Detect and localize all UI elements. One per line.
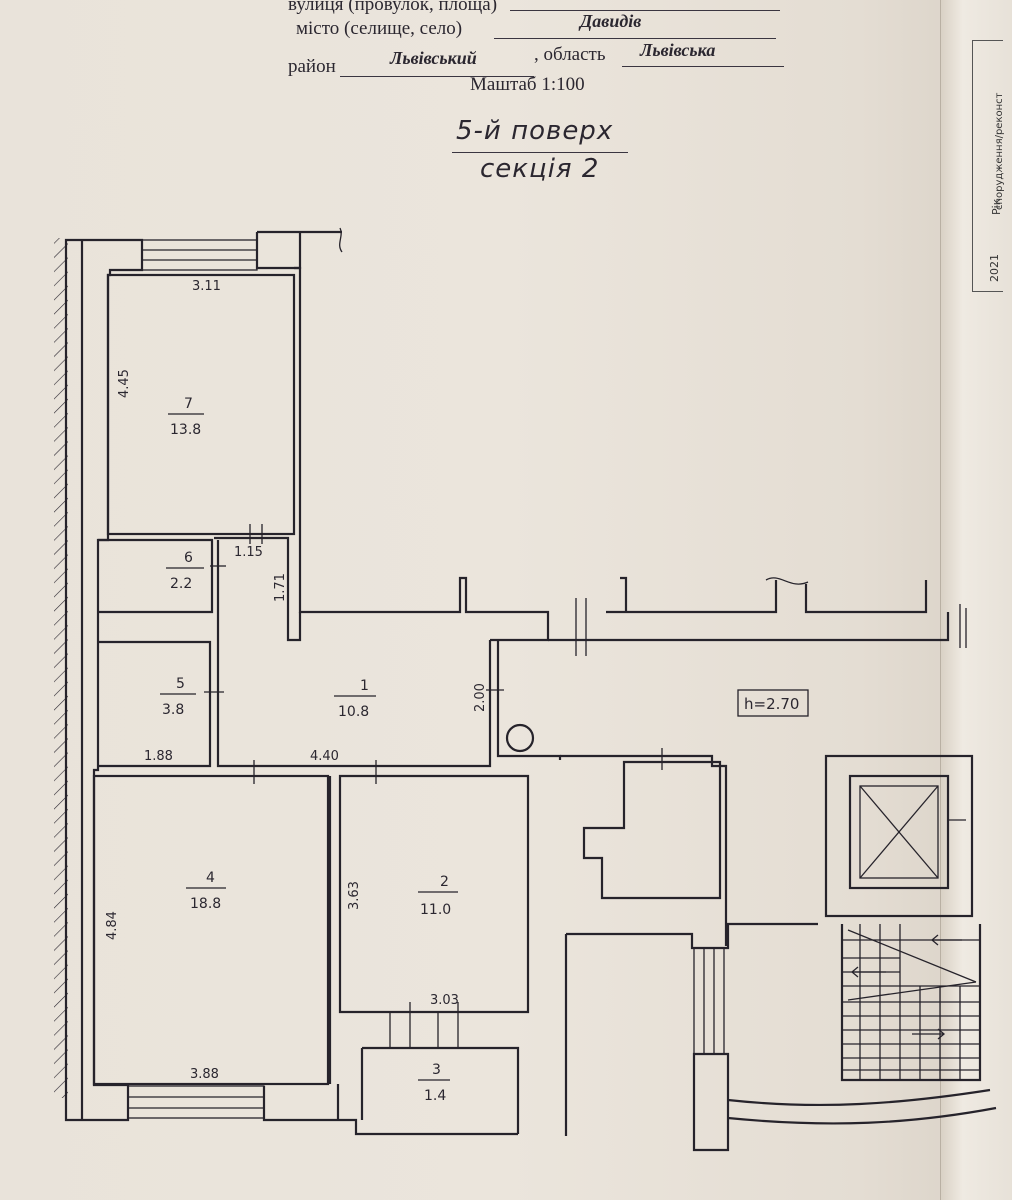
- service-room: [582, 760, 722, 900]
- height-label: h=2.70: [744, 695, 799, 713]
- room-label-2: 2 11.0: [418, 874, 458, 918]
- region-label: , область: [534, 44, 606, 65]
- room-5-outline: [98, 640, 212, 768]
- corridor-wall-lower: [606, 612, 950, 642]
- city-value: Давидів: [580, 11, 642, 31]
- door-corridor: [548, 598, 606, 656]
- stair-lower-walls: [692, 1052, 991, 1152]
- room-7-outline: [106, 273, 296, 536]
- room-label-4: 4 18.8: [186, 870, 226, 912]
- svg-text:13.8: 13.8: [170, 422, 201, 438]
- dim-room1-width: 4.40: [310, 749, 339, 764]
- partition-right-of-room-7: [294, 266, 550, 642]
- scale-label: Маштаб 1:100: [470, 74, 585, 95]
- room-2-outline: [338, 774, 530, 1014]
- room-1-outline: [216, 540, 492, 768]
- height-label-box: [737, 689, 809, 717]
- corridor-wall-upper: [606, 576, 928, 614]
- city-label: місто (селище, село): [296, 18, 463, 39]
- district-label: район: [288, 56, 336, 77]
- corridor-wall-top: [214, 536, 302, 642]
- page-edge: [940, 0, 1012, 1200]
- dim-room7-width: 3.11: [192, 279, 221, 294]
- room-label-6: 6 2.2: [166, 550, 204, 592]
- svg-text:2.2: 2.2: [170, 576, 192, 592]
- dim-room2-length: 3.63: [347, 881, 362, 910]
- svg-text:5: 5: [176, 676, 185, 692]
- break-mark-right: [959, 604, 967, 648]
- dim-room2-width: 3.03: [430, 993, 459, 1008]
- lift-car: [848, 774, 950, 890]
- dim-room7-length: 4.45: [117, 369, 132, 398]
- break-mark-corridor: [765, 577, 809, 585]
- street-underline: [510, 10, 780, 11]
- district-value: Львівський: [390, 48, 477, 68]
- svg-text:18.8: 18.8: [190, 896, 221, 912]
- floor-title: 5-й поверх: [456, 116, 614, 146]
- service-wall-left: [560, 754, 728, 946]
- lift-car-inner: [859, 785, 939, 879]
- region-underline: [622, 66, 784, 67]
- dim-room6-width: 1.15: [234, 545, 263, 560]
- stair-lower-walls-b: [727, 1106, 997, 1125]
- room-label-1: 1 10.8: [334, 678, 376, 720]
- svg-text:4: 4: [206, 870, 215, 886]
- room-label-7: 7 13.8: [168, 396, 204, 438]
- staircase: [840, 924, 982, 1082]
- svg-text:10.8: 10.8: [338, 704, 369, 720]
- hatched-exterior-wall: [54, 238, 68, 1098]
- city-underline: [494, 38, 776, 39]
- window-top: [141, 239, 258, 271]
- room-label-5: 5 3.8: [160, 676, 196, 718]
- floor-title-underline: [452, 152, 628, 153]
- svg-text:1: 1: [360, 678, 369, 694]
- window-bottom: [127, 1085, 265, 1119]
- street-label: вулиця (провулок, площа): [288, 0, 498, 15]
- dim-room4-width: 3.88: [190, 1067, 219, 1082]
- dim-room4-length: 4.84: [105, 911, 120, 940]
- svg-text:2: 2: [440, 874, 449, 890]
- lift-cross-2: [859, 785, 939, 879]
- room-6-outline: [98, 538, 214, 614]
- svg-text:6: 6: [184, 550, 193, 566]
- door-room-3: [389, 1002, 459, 1048]
- svg-text:1.4: 1.4: [424, 1088, 446, 1104]
- stair-arrows: [850, 934, 962, 1040]
- district-underline: [340, 76, 534, 77]
- dim-room5-width: 1.88: [144, 749, 173, 764]
- window-stair: [693, 947, 725, 1055]
- region-value: Львівська: [640, 40, 716, 60]
- svg-text:7: 7: [184, 396, 193, 412]
- riser-pipe: [505, 723, 535, 753]
- svg-text:11.0: 11.0: [420, 902, 451, 918]
- top-wall-right: [255, 230, 342, 270]
- room-3-outline: [360, 1046, 520, 1134]
- dim-corridor-length: 1.71: [273, 573, 288, 602]
- bottom-wall: [262, 1084, 518, 1136]
- year-stamp: [972, 40, 1003, 292]
- svg-text:3: 3: [432, 1062, 441, 1078]
- svg-text:3.8: 3.8: [162, 702, 184, 718]
- break-mark-top: [339, 227, 343, 253]
- room-4-outline: [92, 774, 330, 1086]
- room-1-right-wall: [496, 640, 562, 760]
- outer-wall-left: [64, 238, 144, 1122]
- section-title: секція 2: [480, 154, 600, 184]
- room-label-3: 3 1.4: [418, 1062, 450, 1104]
- lift-shaft: [824, 754, 974, 918]
- dim-room1-height: 2.00: [473, 683, 488, 712]
